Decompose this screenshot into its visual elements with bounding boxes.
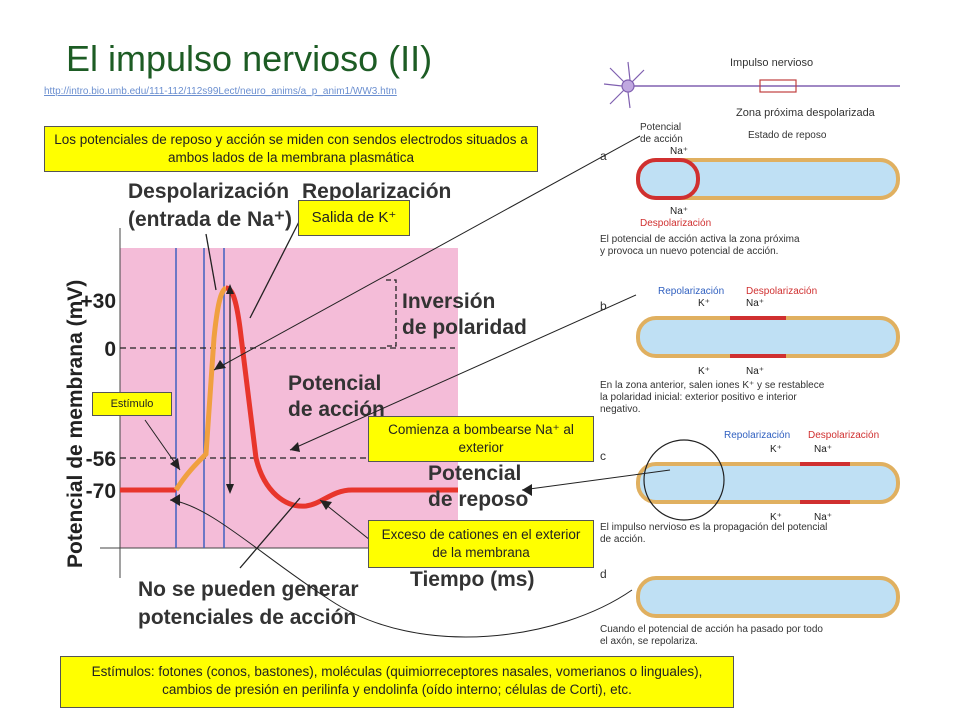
panel-a-caption-2: y provoca un nuevo potencial de acción. xyxy=(600,246,778,257)
panel-b-label-left: Repolarización xyxy=(658,286,724,297)
resting-potential-label: Potencial xyxy=(428,462,521,485)
panel-a-caption: El potencial de acción activa la zona pr… xyxy=(600,234,800,245)
depolarization-label: Despolarización xyxy=(128,180,289,203)
panel-b-caption-3: negativo. xyxy=(600,404,641,415)
panel-d-caption-2: el axón, se repolariza. xyxy=(600,636,698,647)
panel-a-ion-top: Na⁺ xyxy=(670,146,688,157)
panel-c-label-right: Despolarización xyxy=(808,430,879,441)
panel-b-caption: En la zona anterior, salen iones K⁺ y se… xyxy=(600,380,825,391)
rising-phase xyxy=(173,285,228,492)
action-potential-curve xyxy=(225,285,458,509)
panel-b: b Repolarización Despolarización K⁺ Na⁺ … xyxy=(600,286,900,415)
action-potential-label: Potencial xyxy=(288,372,381,395)
electrodes-callout: Los potenciales de reposo y acción se mi… xyxy=(44,126,538,172)
panel-a-ion-bottom: Na⁺ xyxy=(670,206,688,217)
na-pump-callout: Comienza a bombearse Na⁺ al exterior xyxy=(368,416,594,462)
polarity-inversion-label: Inversión xyxy=(402,290,495,313)
panel-b-letter: b xyxy=(600,299,607,313)
panel-a: a Potencial de acción Estado de reposo N… xyxy=(600,122,900,257)
highlight-circle xyxy=(643,439,725,521)
tick-minus70: -70 xyxy=(86,480,116,503)
tick-zero: 0 xyxy=(104,338,116,361)
cation-excess-callout: Exceso de cationes en el exterior de la … xyxy=(368,520,594,568)
panel-c-ion-top-left: K⁺ xyxy=(770,444,782,455)
tick-plus30: +30 xyxy=(80,290,116,313)
slide-title: El impulso nervioso (II) xyxy=(66,38,433,79)
panel-c-caption-2: de acción. xyxy=(600,534,646,545)
resting-potential-sub-label: de reposo xyxy=(428,488,528,511)
impulse-marker xyxy=(759,79,797,93)
y-axis-label: Potencial de membrana (mV) xyxy=(64,280,87,568)
panel-a-head-left: Potencial xyxy=(640,122,681,133)
nearby-zone-label: Zona próxima despolarizada xyxy=(736,107,876,119)
panel-c-ion-top-right: Na⁺ xyxy=(814,444,832,455)
panel-d: d Cuando el potencial de acción ha pasad… xyxy=(600,567,900,647)
neuron-icon xyxy=(603,61,645,109)
panel-b-label-right: Despolarización xyxy=(746,286,817,297)
panel-c: c Repolarización Despolarización K⁺ Na⁺ … xyxy=(600,430,900,545)
panel-c-letter: c xyxy=(600,449,606,463)
k-exit-callout: Salida de K⁺ xyxy=(298,200,410,236)
panel-d-letter: d xyxy=(600,567,607,581)
impulse-label: Impulso nervioso xyxy=(730,57,813,69)
action-potential-sub-label: de acción xyxy=(288,398,385,421)
repolarization-label: Repolarización xyxy=(302,180,451,203)
panel-d-caption: Cuando el potencial de acción ha pasado … xyxy=(600,624,823,635)
panel-a-head-left-2: de acción xyxy=(640,134,683,145)
x-axis-label: Tiempo (ms) xyxy=(410,568,534,591)
panel-c-ion-bottom-left: K⁺ xyxy=(770,512,782,523)
axon-propagation-diagram: Impulso nervioso Zona próxima despolariz… xyxy=(590,48,910,648)
panel-b-ion-bottom-right: Na⁺ xyxy=(746,366,764,377)
panel-b-caption-2: la polaridad inicial: exterior positivo … xyxy=(600,392,797,403)
panel-b-ion-top-right: Na⁺ xyxy=(746,298,764,309)
source-link[interactable]: http://intro.bio.umb.edu/111-112/112s99L… xyxy=(44,86,397,97)
panel-b-ion-bottom-left: K⁺ xyxy=(698,366,710,377)
panel-b-ion-top-left: K⁺ xyxy=(698,298,710,309)
panel-a-state: Despolarización xyxy=(640,218,711,229)
refractory-label: No se pueden generar xyxy=(138,578,359,601)
polarity-inversion-sub-label: de polaridad xyxy=(402,316,527,339)
tick-minus56: -56 xyxy=(86,448,116,471)
panel-c-ion-bottom-right: Na⁺ xyxy=(814,512,832,523)
panel-a-head-right: Estado de reposo xyxy=(748,130,827,141)
stimulus-callout: Estímulo xyxy=(92,392,172,416)
panel-c-label-left: Repolarización xyxy=(724,430,790,441)
depolarization-sub-label: (entrada de Na⁺) xyxy=(128,208,292,231)
panel-c-caption: El impulso nervioso es la propagación de… xyxy=(600,522,827,533)
stimuli-examples-callout: Estímulos: fotones (conos, bastones), mo… xyxy=(60,656,734,708)
refractory-sub-label: potenciales de acción xyxy=(138,606,356,629)
